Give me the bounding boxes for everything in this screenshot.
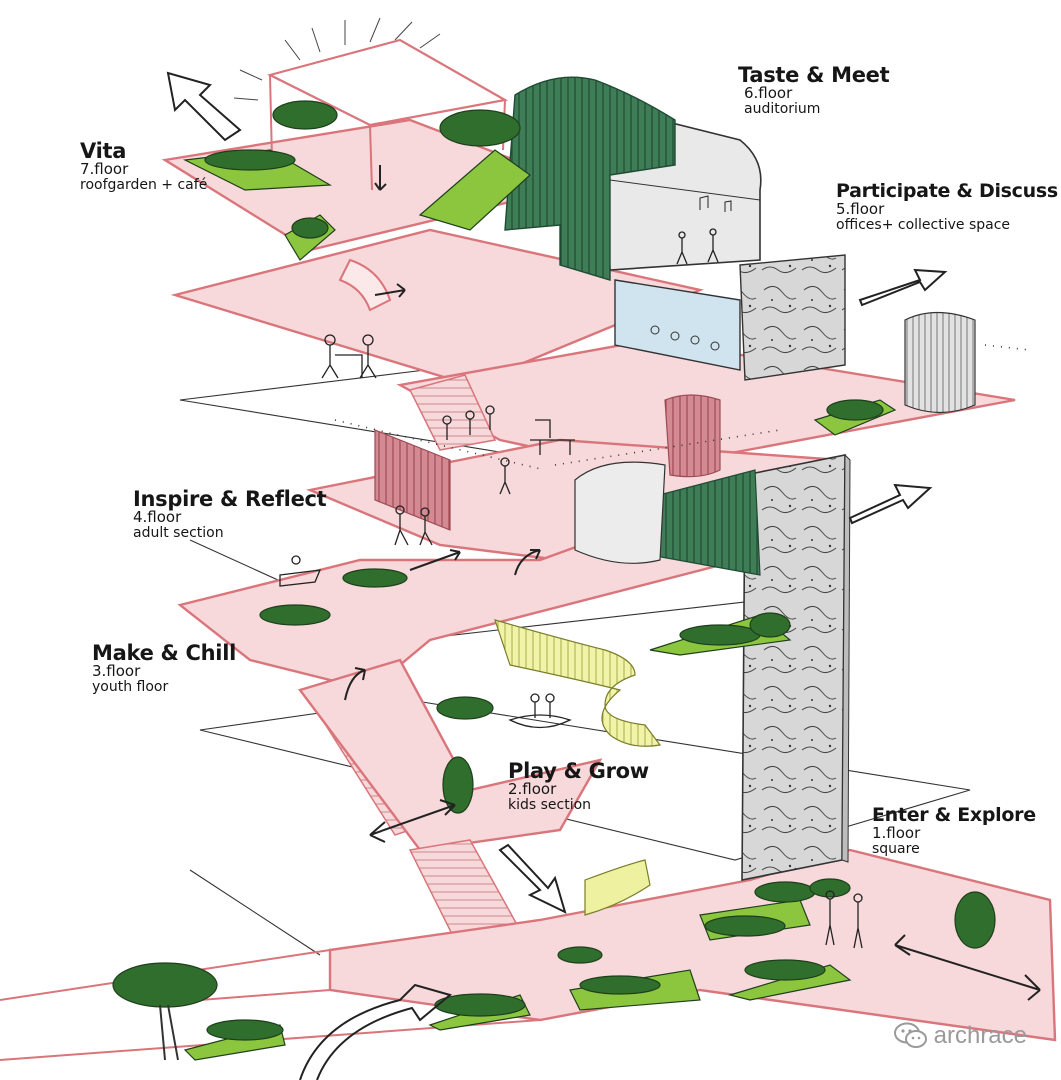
floor-3-title: Make & Chill bbox=[92, 642, 236, 664]
floor-2-label: Play & Grow 2.floor kids section bbox=[508, 760, 649, 812]
floor-2-use: kids section bbox=[508, 798, 649, 813]
floor-5-label: Participate & Discuss 5.floor offices+ c… bbox=[836, 182, 1058, 232]
floor-1-number: 1.floor bbox=[872, 826, 1036, 842]
floor-3-use: youth floor bbox=[92, 680, 236, 695]
watermark-text: archrace bbox=[934, 1022, 1027, 1050]
floor-5-use: offices+ collective space bbox=[836, 218, 1058, 233]
floor-4-label: Inspire & Reflect 4.floor adult section bbox=[133, 488, 326, 540]
floor-1-use: square bbox=[872, 842, 1036, 857]
floor-4-number: 4.floor bbox=[133, 510, 326, 526]
floor-5-title: Participate & Discuss bbox=[836, 182, 1058, 202]
floor-4-title: Inspire & Reflect bbox=[133, 488, 326, 510]
floor-6-title: Taste & Meet bbox=[738, 64, 889, 86]
wechat-icon bbox=[894, 1022, 928, 1050]
watermark: archrace bbox=[894, 1022, 1027, 1050]
floor-1-title: Enter & Explore bbox=[872, 806, 1036, 826]
floor-7-use: roofgarden + café bbox=[80, 178, 207, 193]
floor-4-use: adult section bbox=[133, 526, 326, 541]
floor-3-number: 3.floor bbox=[92, 664, 236, 680]
floor-3-label: Make & Chill 3.floor youth floor bbox=[92, 642, 236, 694]
floor-6-use: auditorium bbox=[738, 102, 889, 117]
floor-7-title: Vita bbox=[80, 140, 207, 162]
core-tower bbox=[742, 455, 850, 880]
floor-6-number: 6.floor bbox=[738, 86, 889, 102]
floor-2-number: 2.floor bbox=[508, 782, 649, 798]
floor-7-number: 7.floor bbox=[80, 162, 207, 178]
floor-5-number: 5.floor bbox=[836, 202, 1058, 218]
floor-6-label: Taste & Meet 6.floor auditorium bbox=[738, 64, 889, 116]
floor-1-label: Enter & Explore 1.floor square bbox=[872, 806, 1036, 856]
floor-7-label: Vita 7.floor roofgarden + café bbox=[80, 140, 207, 192]
floor-2-title: Play & Grow bbox=[508, 760, 649, 782]
